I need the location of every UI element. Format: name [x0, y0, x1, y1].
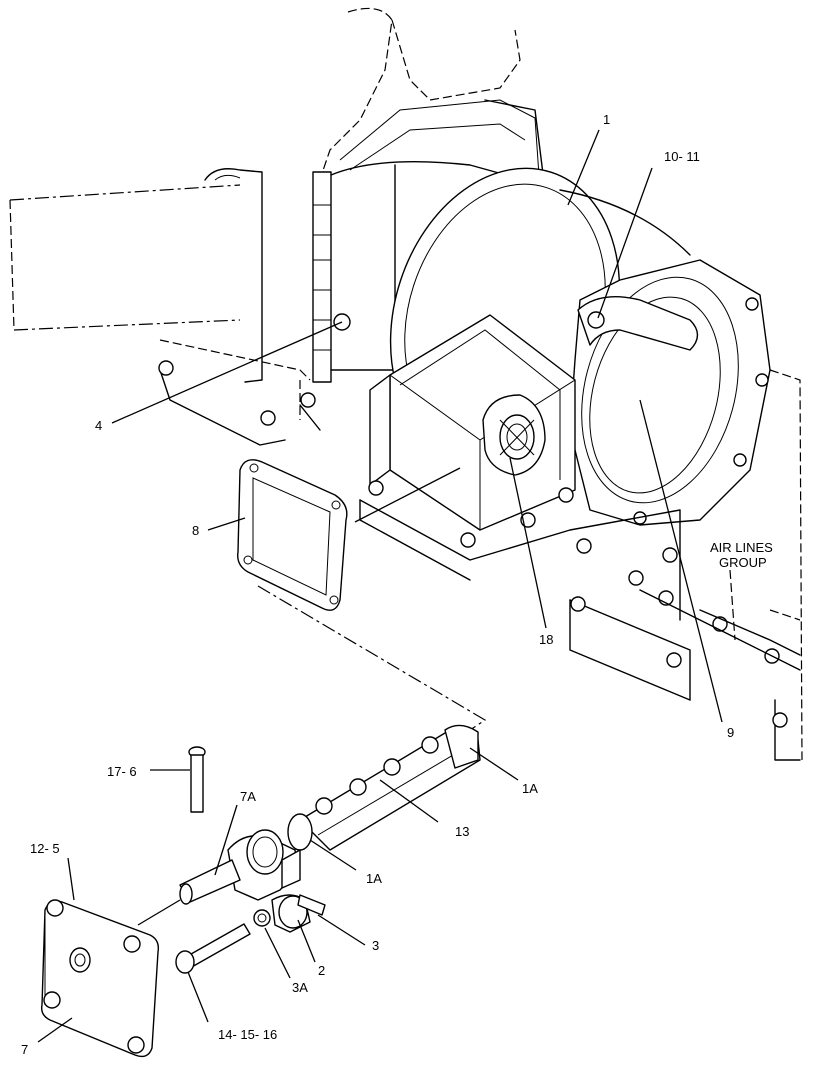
box-housing	[368, 314, 576, 548]
gasket	[237, 459, 348, 611]
callout-10-11: 10- 11	[664, 149, 700, 164]
callout-1A-top: 1A	[522, 781, 538, 796]
centerline	[257, 585, 487, 731]
bolt-17-6	[188, 746, 206, 813]
valve-body	[287, 724, 481, 851]
left-phantom-block	[9, 168, 332, 420]
callout-3: 3	[372, 938, 379, 953]
cover-plate	[40, 899, 181, 1058]
callout-17-6: 17- 6	[107, 764, 137, 779]
callout-3A: 3A	[292, 980, 308, 995]
right-flange	[569, 259, 803, 761]
lower-base	[359, 499, 801, 761]
air-lines-note-line1: AIR LINES	[710, 540, 773, 555]
callout-2: 2	[318, 963, 325, 978]
callout-4: 4	[95, 418, 102, 433]
callout-7: 7	[21, 1042, 28, 1057]
callout-9: 9	[727, 725, 734, 740]
callout-13: 13	[455, 824, 469, 839]
upper-housing-phantom	[317, 7, 546, 191]
callout-8: 8	[192, 523, 199, 538]
callout-7A: 7A	[240, 789, 256, 804]
valve-assembly	[179, 829, 326, 933]
left-bracket	[158, 313, 351, 446]
bolt-14-15-16	[175, 923, 251, 974]
centerline-box	[354, 467, 461, 523]
callout-14-15-16: 14- 15- 16	[218, 1027, 277, 1042]
callout-1: 1	[603, 112, 610, 127]
air-lines-note-line2: GROUP	[719, 555, 767, 570]
leader-lines	[37, 129, 723, 1043]
callout-18: 18	[539, 632, 553, 647]
callout-12-5: 12- 5	[30, 841, 60, 856]
callout-1A-mid: 1A	[366, 871, 382, 886]
